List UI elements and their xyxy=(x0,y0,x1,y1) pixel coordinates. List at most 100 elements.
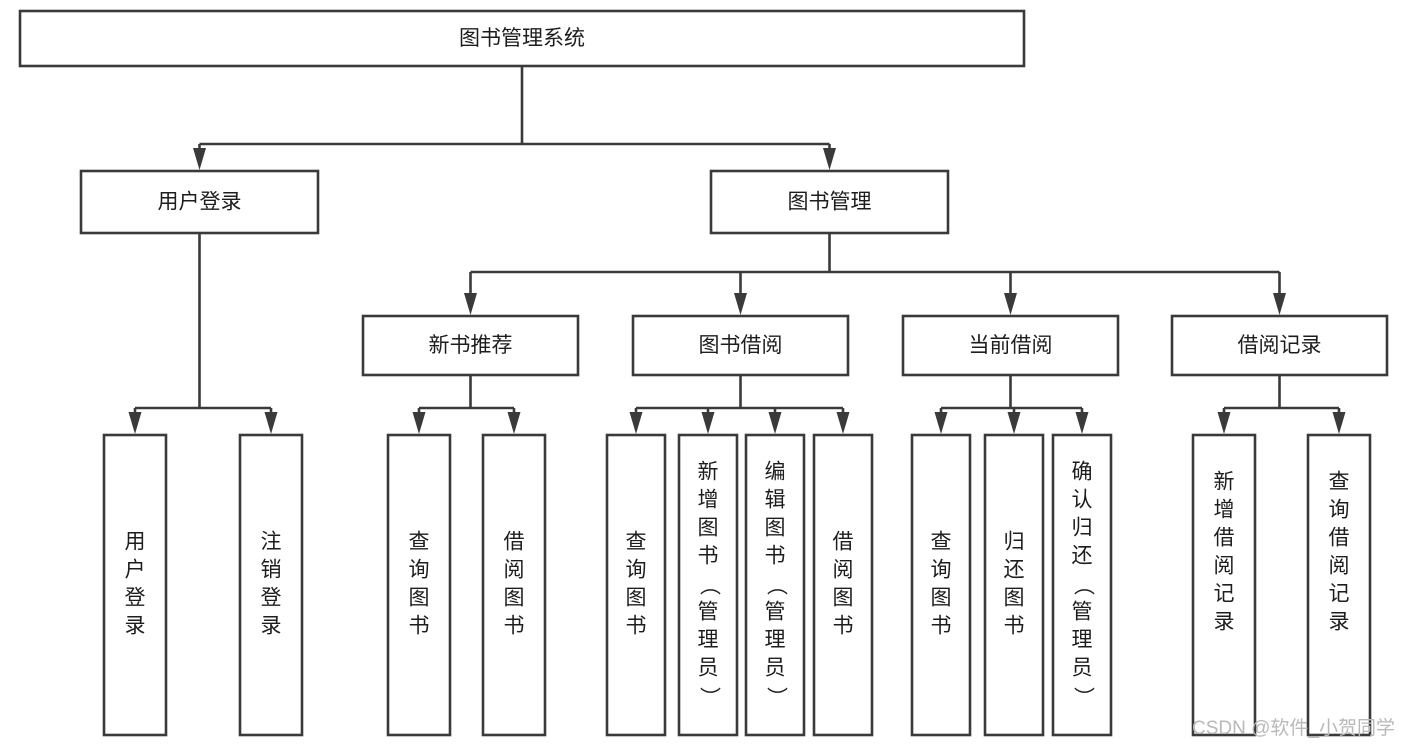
arrow-head-icon xyxy=(1332,412,1346,434)
node-leaf-add-book-admin-char: （ xyxy=(697,575,720,596)
node-leaf-query-book-recommend-box xyxy=(386,433,452,737)
node-leaf-query-borrow-record-char: 记 xyxy=(1329,583,1350,606)
node-leaf-add-book-admin-char: 管 xyxy=(698,601,719,624)
node-root[interactable]: 图书管理系统 xyxy=(18,9,1026,68)
node-leaf-borrow-book-recommend-char: 图 xyxy=(504,587,525,610)
node-leaf-query-book-borrow-char: 询 xyxy=(626,559,647,582)
arrow-head-icon xyxy=(701,412,715,434)
node-leaf-confirm-return-admin-char: ） xyxy=(1071,687,1094,708)
node-user-login[interactable]: 用户登录 xyxy=(79,169,320,235)
node-leaf-user-login-char: 户 xyxy=(125,559,146,582)
node-leaf-borrow-book-recommend-box xyxy=(481,433,547,737)
node-leaf-borrow-book-recommend-char: 阅 xyxy=(504,559,525,582)
node-new-book-recommend-box xyxy=(361,314,580,377)
arrow-head-icon xyxy=(128,412,142,434)
node-leaf-query-borrow-record-char: 录 xyxy=(1329,611,1350,634)
node-leaf-add-book-admin-char: 理 xyxy=(698,629,719,652)
node-leaf-add-borrow-record-char: 阅 xyxy=(1214,555,1235,578)
node-leaf-return-book-char: 图 xyxy=(1004,587,1025,610)
node-leaf-add-borrow-record-char: 增 xyxy=(1214,499,1235,522)
node-leaf-add-borrow-record-char: 新 xyxy=(1214,471,1235,494)
node-leaf-add-book-admin-char: 书 xyxy=(698,545,719,568)
node-leaf-logout-char: 录 xyxy=(261,615,282,638)
node-leaf-add-borrow-record-box xyxy=(1191,433,1257,737)
node-leaf-confirm-return-admin-char: 还 xyxy=(1072,545,1093,568)
node-leaf-edit-book-admin-char: 理 xyxy=(765,629,786,652)
node-leaf-add-borrow-record-char: 借 xyxy=(1214,527,1235,550)
node-book-manage-box xyxy=(709,169,950,235)
arrow-head-icon xyxy=(193,148,206,170)
arrow-head-icon xyxy=(412,412,426,434)
node-root-box xyxy=(18,9,1026,68)
arrow-head-icon xyxy=(1075,412,1089,434)
node-leaf-logout-char: 销 xyxy=(261,559,282,582)
node-leaf-add-book-admin-box xyxy=(677,433,739,737)
node-book-manage-label: 图书管理 xyxy=(788,191,872,214)
node-leaf-edit-book-admin-char: （ xyxy=(764,575,787,596)
node-leaf-return-book-char: 还 xyxy=(1004,559,1025,582)
node-leaf-return-book-box xyxy=(983,433,1045,737)
node-book-borrow[interactable]: 图书借阅 xyxy=(631,314,850,377)
node-leaf-borrow-book-char: 图 xyxy=(833,587,854,610)
node-leaf-user-login-box xyxy=(102,433,168,737)
node-leaf-user-login[interactable]: 用户登录 xyxy=(102,433,168,737)
node-new-book-recommend-label: 新书推荐 xyxy=(429,334,513,357)
node-book-manage[interactable]: 图书管理 xyxy=(709,169,950,235)
node-leaf-confirm-return-admin-char: 确 xyxy=(1072,461,1093,484)
node-leaf-borrow-book-box xyxy=(812,433,874,737)
node-leaf-confirm-return-admin-char: 归 xyxy=(1072,517,1093,540)
node-leaf-confirm-return-admin-char: （ xyxy=(1071,575,1094,596)
node-new-book-recommend[interactable]: 新书推荐 xyxy=(361,314,580,377)
arrow-head-icon xyxy=(1273,293,1286,315)
node-leaf-add-book-admin-char: 员 xyxy=(698,657,719,680)
node-leaf-confirm-return-admin-char: 理 xyxy=(1072,629,1093,652)
arrow-head-icon xyxy=(464,293,477,315)
node-leaf-confirm-return-admin-char: 认 xyxy=(1072,489,1093,512)
arrow-head-icon xyxy=(823,148,836,170)
node-leaf-return-book-char: 归 xyxy=(1004,531,1025,554)
csdn-watermark: CSDN @软件_小贺同学 xyxy=(1192,717,1395,739)
node-book-borrow-box xyxy=(631,314,850,377)
node-leaf-query-book-current-char: 书 xyxy=(931,615,952,638)
node-leaf-add-book-admin-char: ） xyxy=(697,687,720,708)
arrow-head-icon xyxy=(1007,412,1021,434)
node-leaf-confirm-return-admin-box xyxy=(1051,433,1113,737)
node-leaf-edit-book-admin-char: ） xyxy=(764,687,787,708)
node-leaf-query-book-current-char: 图 xyxy=(931,587,952,610)
node-book-borrow-label: 图书借阅 xyxy=(699,334,783,357)
node-leaf-edit-book-admin-char: 书 xyxy=(765,545,786,568)
arrow-head-icon xyxy=(836,412,850,434)
node-borrow-record[interactable]: 借阅记录 xyxy=(1170,314,1389,377)
node-user-login-label: 用户登录 xyxy=(158,191,242,214)
node-leaf-user-login-char: 登 xyxy=(125,587,146,610)
node-leaf-query-book-current-box xyxy=(910,433,972,737)
node-leaf-edit-book-admin-box xyxy=(744,433,806,737)
node-leaf-query-book-current-char: 询 xyxy=(931,559,952,582)
node-leaf-query-book-borrow-box xyxy=(605,433,667,737)
arrow-head-icon xyxy=(507,412,521,434)
node-layer: 图书管理系统用户登录图书管理新书推荐图书借阅当前借阅借阅记录用户登录注销登录查询… xyxy=(18,9,1389,737)
node-leaf-logout-char: 注 xyxy=(261,531,282,554)
node-leaf-query-borrow-record-char: 阅 xyxy=(1329,555,1350,578)
node-leaf-add-book-admin-char: 图 xyxy=(698,517,719,540)
node-current-borrow[interactable]: 当前借阅 xyxy=(901,314,1120,377)
node-current-borrow-box xyxy=(901,314,1120,377)
arrow-head-icon xyxy=(264,412,278,434)
connector-layer xyxy=(128,66,1346,434)
node-leaf-edit-book-admin-char: 编 xyxy=(765,461,786,484)
arrow-head-icon xyxy=(734,293,747,315)
